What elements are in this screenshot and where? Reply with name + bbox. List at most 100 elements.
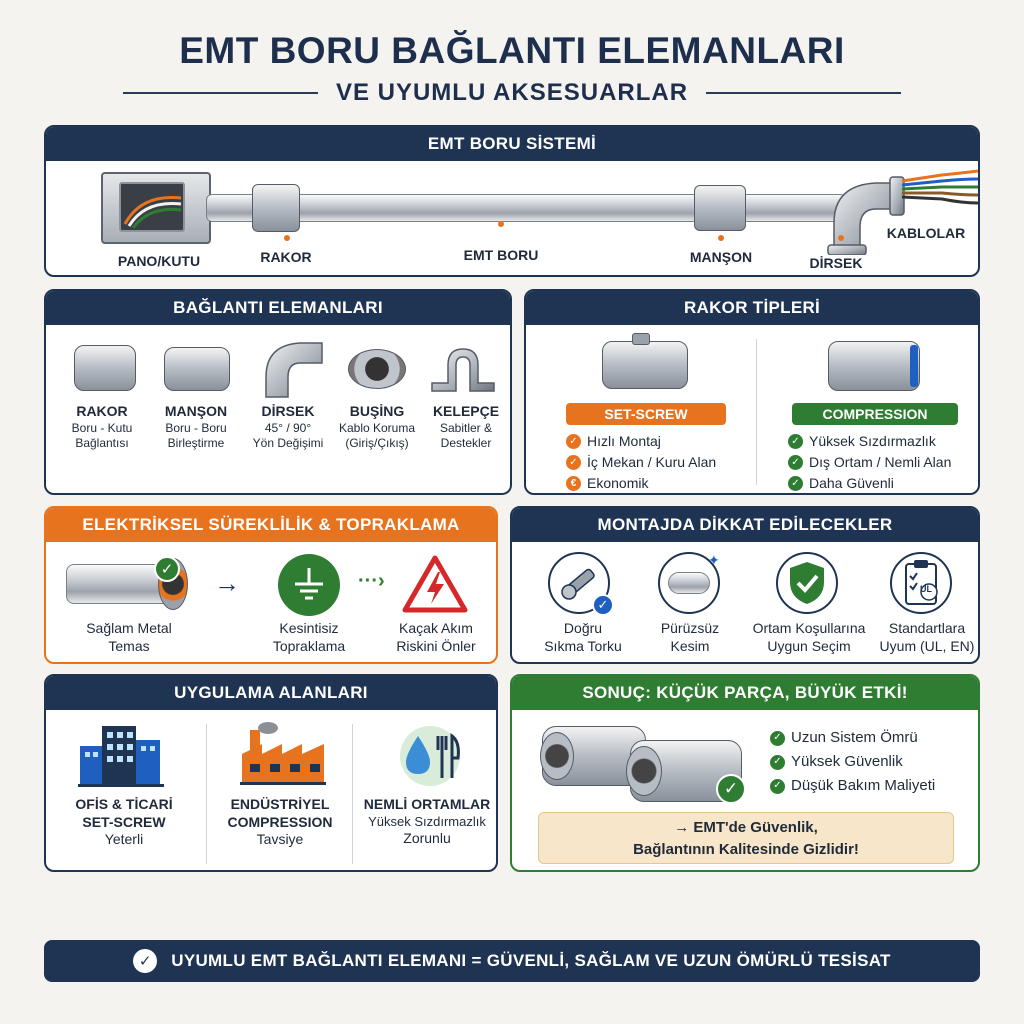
footer-text: UYUMLU EMT BAĞLANTI ELEMANI = GÜVENLİ, S… <box>171 951 891 970</box>
label-rakor: RAKOR <box>260 249 312 265</box>
water-drop-icon <box>400 726 460 786</box>
compression-item: ✓Dış Ortam / Nemli Alan <box>788 452 978 473</box>
rakor-icon <box>74 345 136 391</box>
factory-icon <box>240 722 326 785</box>
box-cables-icon <box>123 196 182 229</box>
result-message-line1: → EMT'de Güvenlik, <box>674 819 818 836</box>
compression-seal-icon <box>910 345 918 387</box>
ground-icon <box>278 554 340 616</box>
kelepce-icon <box>431 348 495 392</box>
connector-item-rakor: RAKOR Boru - Kutu Bağlantısı <box>71 403 133 450</box>
manson-icon <box>164 347 230 391</box>
elbow-icon <box>827 176 905 255</box>
arrow-solid-icon: → <box>214 568 240 598</box>
dirsek-icon <box>265 342 323 398</box>
compression-label: COMPRESSION <box>792 403 958 425</box>
sparkle-icon: ✦ <box>708 552 720 568</box>
setscrew-list: ✓Hızlı Montaj ✓İç Mekan / Kuru Alan €Eko… <box>566 431 756 493</box>
setscrew-screw-icon <box>632 333 650 345</box>
setscrew-item: ✓İç Mekan / Kuru Alan <box>566 452 756 473</box>
manson-fitting <box>694 185 746 231</box>
applications-panel: UYGULAMA ALANLARI OFİS & Tİ <box>44 674 498 872</box>
label-dirsek: DİRSEK <box>809 255 863 271</box>
result-item: ✓Düşük Bakım Maliyeti <box>770 774 970 798</box>
connector-item-kelepce: KELEPÇE Sabitler & Destekler <box>432 403 500 450</box>
install-panel-title: MONTAJDA DİKKAT EDİLECEKLER <box>512 508 978 542</box>
warning-icon <box>402 555 468 613</box>
check-icon: ✓ <box>770 730 785 746</box>
ul-mark: UL <box>920 584 932 594</box>
check-icon: ✓ <box>788 455 803 470</box>
grounding-panel-title: ELEKTRİKSEL SÜREKLİLİK & TOPRAKLAMA <box>46 508 496 542</box>
compression-list: ✓Yüksek Sızdırmazlık ✓Dış Ortam / Nemli … <box>788 431 978 493</box>
subtitle-divider-right <box>706 92 902 94</box>
setscrew-item: ✓Hızlı Montaj <box>566 431 756 452</box>
connector-item-dirsek: DİRSEK 45° / 90° Yön Değişimi <box>252 403 324 450</box>
application-item-endustriyel: ENDÜSTRİYEL COMPRESSION Tavsiye <box>227 796 333 847</box>
connectors-panel-title: BAĞLANTI ELEMANLARI <box>46 291 510 325</box>
compression-fitting-icon <box>828 341 920 391</box>
system-panel-title: EMT BORU SİSTEMİ <box>46 127 978 161</box>
subtitle-divider-left <box>122 92 318 94</box>
check-icon: ✓ <box>133 949 158 973</box>
system-panel: EMT BORU SİSTEMİ PANO/KUTU RAK <box>44 125 980 277</box>
grounding-panel: ELEKTRİKSEL SÜREKLİLİK & TOPRAKLAMA ✓ → … <box>44 506 498 664</box>
result-message-line2: Bağlantının Kalitesinde Gizlidir! <box>633 841 859 858</box>
page-title: EMT BORU BAĞLANTI ELEMANLARI <box>179 30 845 71</box>
label-pano: PANO/KUTU <box>117 253 201 269</box>
check-icon: ✓ <box>154 556 180 582</box>
page-subtitle: VE UYUMLU AKSESUARLAR <box>335 79 689 106</box>
applications-panel-title: UYGULAMA ALANLARI <box>46 676 496 710</box>
clipboard-icon <box>890 552 952 614</box>
setscrew-label: SET-SCREW <box>566 403 726 425</box>
result-panel: SONUÇ: KÜÇÜK PARÇA, BÜYÜK ETKİ! ✓ ✓Uzun … <box>510 674 980 872</box>
pipe-cut-icon <box>658 552 720 614</box>
result-panel-title: SONUÇ: KÜÇÜK PARÇA, BÜYÜK ETKİ! <box>512 676 978 710</box>
label-emt-boru: EMT BORU <box>463 247 539 263</box>
euro-icon: € <box>566 476 581 491</box>
busing-icon <box>348 349 406 389</box>
label-kablolar: KABLOLAR <box>886 225 966 241</box>
setscrew-fitting-icon <box>602 341 688 389</box>
arrow-dashed-icon: ···› <box>358 570 385 592</box>
application-item-nemli: NEMLİ ORTAMLAR Yüksek Sızdırmazlık Zorun… <box>363 796 491 846</box>
shield-icon <box>776 552 838 614</box>
footer-banner: ✓ UYUMLU EMT BAĞLANTI ELEMANI = GÜVENLİ,… <box>44 940 980 982</box>
check-icon: ✓ <box>770 778 785 794</box>
setscrew-item: €Ekonomik <box>566 473 756 493</box>
result-list: ✓Uzun Sistem Ömrü ✓Yüksek Güvenlik ✓Düşü… <box>770 726 970 798</box>
subtitle-row: VE UYUMLU AKSESUARLAR <box>0 79 1024 106</box>
connectors-panel: BAĞLANTI ELEMANLARI RAKOR Boru - Kutu Ba… <box>44 289 512 495</box>
compression-item: ✓Daha Güvenli <box>788 473 978 493</box>
check-icon: ✓ <box>770 754 785 770</box>
check-icon: ✓ <box>566 434 581 449</box>
rakor-types-panel: RAKOR TİPLERİ SET-SCREW ✓Hızlı Montaj ✓İ… <box>524 289 980 495</box>
result-item: ✓Uzun Sistem Ömrü <box>770 726 970 750</box>
install-panel: MONTAJDA DİKKAT EDİLECEKLER ✓ ✦ UL Doğru… <box>510 506 980 664</box>
compression-item: ✓Yüksek Sızdırmazlık <box>788 431 978 452</box>
check-icon: ✓ <box>566 455 581 470</box>
cables-icon <box>902 169 978 205</box>
application-item-ofis: OFİS & TİCARİ SET-SCREW Yeterli <box>75 796 173 847</box>
label-manson: MANŞON <box>689 249 753 265</box>
check-icon: ✓ <box>788 476 803 491</box>
result-item: ✓Yüksek Güvenlik <box>770 750 970 774</box>
panel-box-icon <box>101 172 211 244</box>
emt-pipe <box>206 194 846 222</box>
check-icon: ✓ <box>592 594 614 616</box>
check-icon: ✓ <box>788 434 803 449</box>
check-icon: ✓ <box>716 774 746 804</box>
rakor-types-panel-title: RAKOR TİPLERİ <box>526 291 978 325</box>
connector-item-manson: MANŞON Boru - Boru Birleştirme <box>164 403 228 450</box>
office-building-icon <box>78 726 164 787</box>
rakor-fitting <box>252 184 300 232</box>
result-message-box: → EMT'de Güvenlik, Bağlantının Kalitesin… <box>538 812 954 864</box>
connector-item-busing: BUŞİNG Kablo Koruma (Giriş/Çıkış) <box>338 403 416 450</box>
